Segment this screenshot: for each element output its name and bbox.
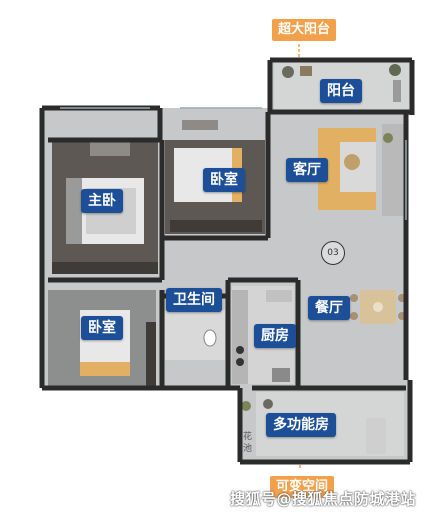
- room-label-master-bedroom: 主卧: [81, 189, 123, 213]
- callout-super-balcony: 超大阳台: [272, 19, 337, 41]
- chair-icon: [300, 66, 312, 76]
- windows: [60, 107, 407, 220]
- room-label-kitchen: 厨房: [254, 324, 296, 348]
- watermark: 搜狐号@搜狐焦点防城港站: [230, 490, 417, 508]
- chair-icon: [350, 312, 358, 320]
- room-label-bedroom-top: 卧室: [203, 168, 245, 192]
- planter-label-1: 花: [243, 432, 253, 442]
- desk-icon: [366, 418, 386, 454]
- master-wardrobe: [52, 262, 158, 274]
- callout-flexible-space: 可变空间: [270, 476, 335, 498]
- bedroom-bottom-headboard: [80, 362, 130, 376]
- toilet-icon: [203, 329, 217, 347]
- plant-icon: [241, 401, 251, 411]
- planter-label-2: 池: [243, 444, 253, 454]
- room-label-balcony: 阳台: [320, 79, 362, 103]
- kitchen-counter: [232, 290, 248, 384]
- plant-icon: [282, 66, 294, 78]
- side-table-icon: [344, 154, 360, 170]
- bedroom-top-wardrobe: [170, 220, 262, 232]
- stove-icon: [236, 358, 244, 366]
- stove-icon: [236, 346, 244, 354]
- room-label-bathroom: 卫生间: [166, 288, 222, 312]
- plant-icon: [383, 133, 393, 143]
- room-label-living: 客厅: [286, 158, 328, 182]
- table-lamp-icon: [373, 302, 383, 312]
- room-label-bedroom-bottom: 卧室: [81, 316, 123, 340]
- washer-icon: [393, 80, 401, 102]
- top-bay-window: [182, 120, 218, 130]
- room-label-multi-function: 多功能房: [266, 413, 336, 437]
- fridge-icon: [272, 368, 290, 382]
- sofa-back: [382, 124, 404, 216]
- room-label-dining: 餐厅: [308, 296, 350, 320]
- chair-icon: [350, 294, 358, 302]
- walls: [39, 57, 415, 465]
- unit-number-badge: 03: [321, 241, 345, 265]
- plant-icon: [389, 64, 401, 76]
- bedroom-bottom-wardrobe: [146, 322, 156, 386]
- master-desk: [90, 142, 130, 156]
- master-bed-headboard: [66, 178, 82, 244]
- kitchen-sink: [266, 290, 292, 302]
- plant-icon: [263, 399, 273, 409]
